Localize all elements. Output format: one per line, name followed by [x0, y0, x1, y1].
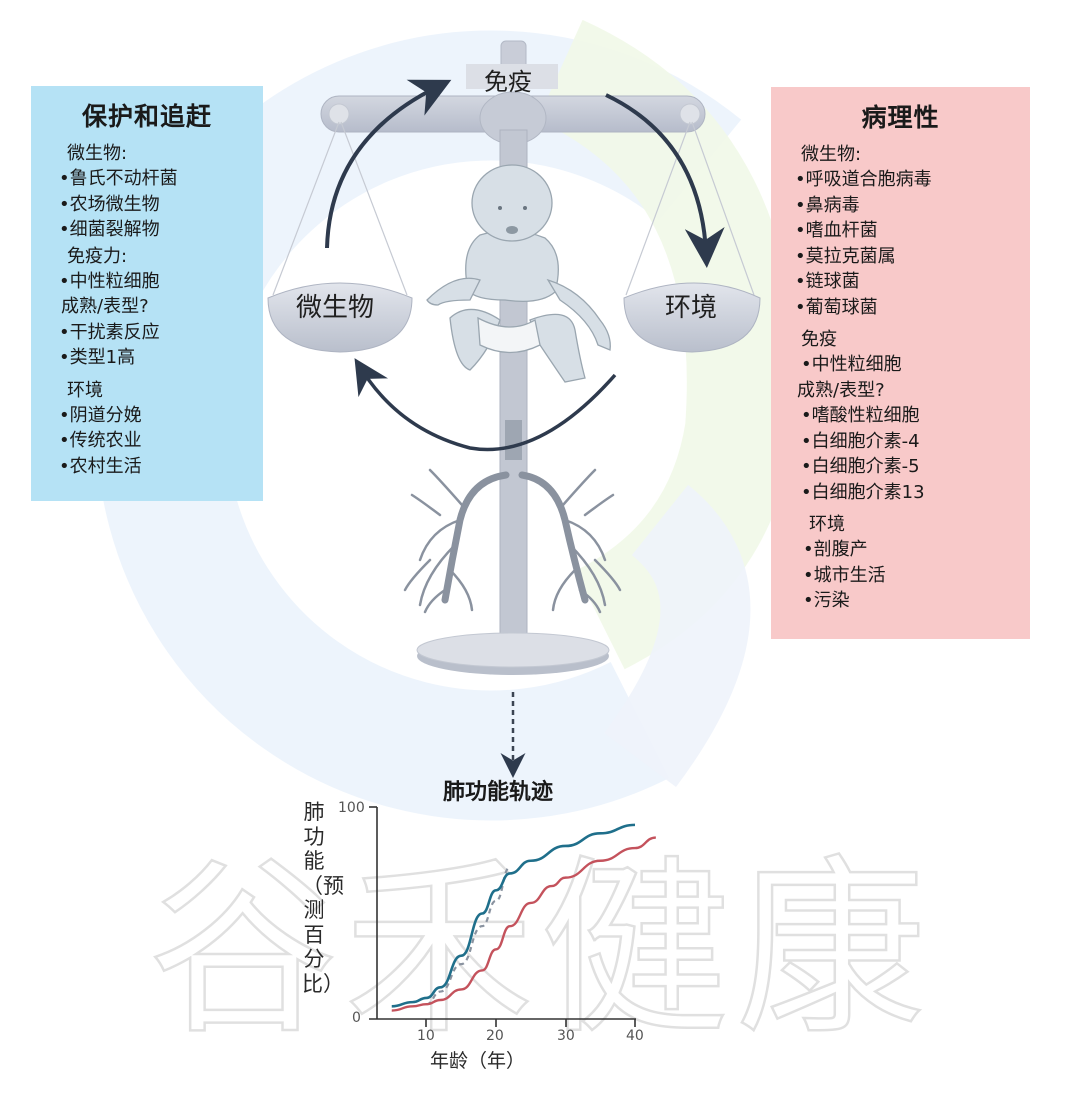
- section-heading: 环境: [67, 379, 103, 401]
- list-item: •干扰素反应: [59, 321, 160, 343]
- list-item: •白细胞介素-5: [801, 456, 920, 477]
- pathological-section-immunity: 免疫 •中性粒细胞 成熟/表型? •嗜酸性粒细胞 •白细胞介素-4 •白细胞介素…: [771, 328, 1030, 505]
- arrow-microbes-to-immunity: [325, 79, 452, 249]
- microbes-pan-label: 微生物: [296, 293, 375, 323]
- protective-panel-title: 保护和追赶: [81, 102, 212, 131]
- list-item: •鲁氏不动杆菌: [59, 168, 178, 189]
- list-item: •农村生活: [59, 455, 142, 477]
- protective-panel: 保护和追赶 微生物: •鲁氏不动杆菌 •农场微生物 •细菌裂解物 免疫力: •中…: [31, 86, 263, 501]
- arrow-environment-to-microbes: [354, 358, 617, 452]
- lungs-icon: [403, 420, 622, 614]
- list-item: •传统农业: [59, 430, 142, 451]
- list-item: •细菌裂解物: [59, 219, 160, 240]
- list-item: •葡萄球菌: [795, 296, 878, 318]
- list-item: •链球菌: [795, 271, 860, 292]
- protective-section-environment: 环境 •阴道分娩 •传统农业 •农村生活: [31, 379, 263, 480]
- section-heading: 免疫: [801, 329, 837, 350]
- blue-normal-curve: [391, 823, 636, 1008]
- pathological-section-environment: 环境 •剖腹产 •城市生活 •污染: [771, 513, 1030, 614]
- x-tick-10: 10: [417, 1028, 435, 1044]
- list-item: •城市生活: [803, 564, 886, 586]
- y-tick-0: 0: [352, 1010, 361, 1026]
- list-item: •莫拉克菌属: [795, 245, 896, 267]
- section-heading: 免疫力:: [67, 245, 128, 267]
- x-tick-30: 30: [557, 1028, 575, 1044]
- y-tick-100: 100: [338, 800, 365, 816]
- list-item: •农场微生物: [59, 193, 160, 215]
- list-item: 成熟/表型?: [61, 296, 149, 317]
- list-item: •中性粒细胞: [801, 354, 902, 375]
- protective-section-microbes: 微生物: •鲁氏不动杆菌 •农场微生物 •细菌裂解物: [31, 142, 263, 243]
- immunity-label: 免疫: [484, 68, 532, 96]
- list-item: •鼻病毒: [795, 194, 860, 216]
- chart-x-axis-label: 年龄（年）: [430, 1050, 526, 1072]
- list-item: •呼吸道合胞病毒: [795, 169, 932, 190]
- list-item: •嗜酸性粒细胞: [801, 405, 920, 426]
- chart-title: 肺功能轨迹: [443, 780, 554, 805]
- svg-text:谷禾健康: 谷禾健康: [148, 839, 932, 1060]
- pathological-panel: 病理性 微生物: •呼吸道合胞病毒 •鼻病毒 •嗜血杆菌 •莫拉克菌属 •链球菌…: [771, 87, 1030, 639]
- right-pan: [623, 282, 761, 353]
- baby-icon: [426, 164, 611, 383]
- list-item: •白细胞介素-4: [801, 430, 920, 452]
- x-tick-20: 20: [486, 1028, 504, 1044]
- red-pathological-curve: [391, 836, 656, 1012]
- section-heading: 环境: [809, 514, 845, 535]
- immunity-label-plate: [466, 64, 558, 89]
- pathological-panel-title: 病理性: [861, 103, 940, 132]
- list-item: •类型1高: [59, 347, 136, 368]
- list-item: •中性粒细胞: [59, 270, 160, 292]
- protective-section-immunity: 免疫力: •中性粒细胞 成熟/表型? •干扰素反应 •类型1高: [31, 245, 263, 371]
- section-heading: 微生物:: [801, 144, 862, 165]
- list-item: •剖腹产: [803, 539, 868, 560]
- list-item: •阴道分娩: [59, 404, 142, 426]
- left-pan: [267, 282, 413, 353]
- environment-pan-label: 环境: [665, 293, 718, 323]
- pathological-section-microbes: 微生物: •呼吸道合胞病毒 •鼻病毒 •嗜血杆菌 •莫拉克菌属 •链球菌 •葡萄…: [771, 143, 1030, 320]
- list-item: 成熟/表型?: [797, 379, 885, 401]
- list-item: •白细胞介素13: [801, 481, 925, 503]
- x-tick-40: 40: [626, 1028, 644, 1044]
- section-heading: 微生物:: [67, 143, 128, 164]
- list-item: •污染: [803, 590, 850, 611]
- dashed-catchup-curve: [426, 865, 511, 1006]
- arrow-immunity-to-environment: [605, 93, 725, 268]
- list-item: •嗜血杆菌: [795, 220, 878, 241]
